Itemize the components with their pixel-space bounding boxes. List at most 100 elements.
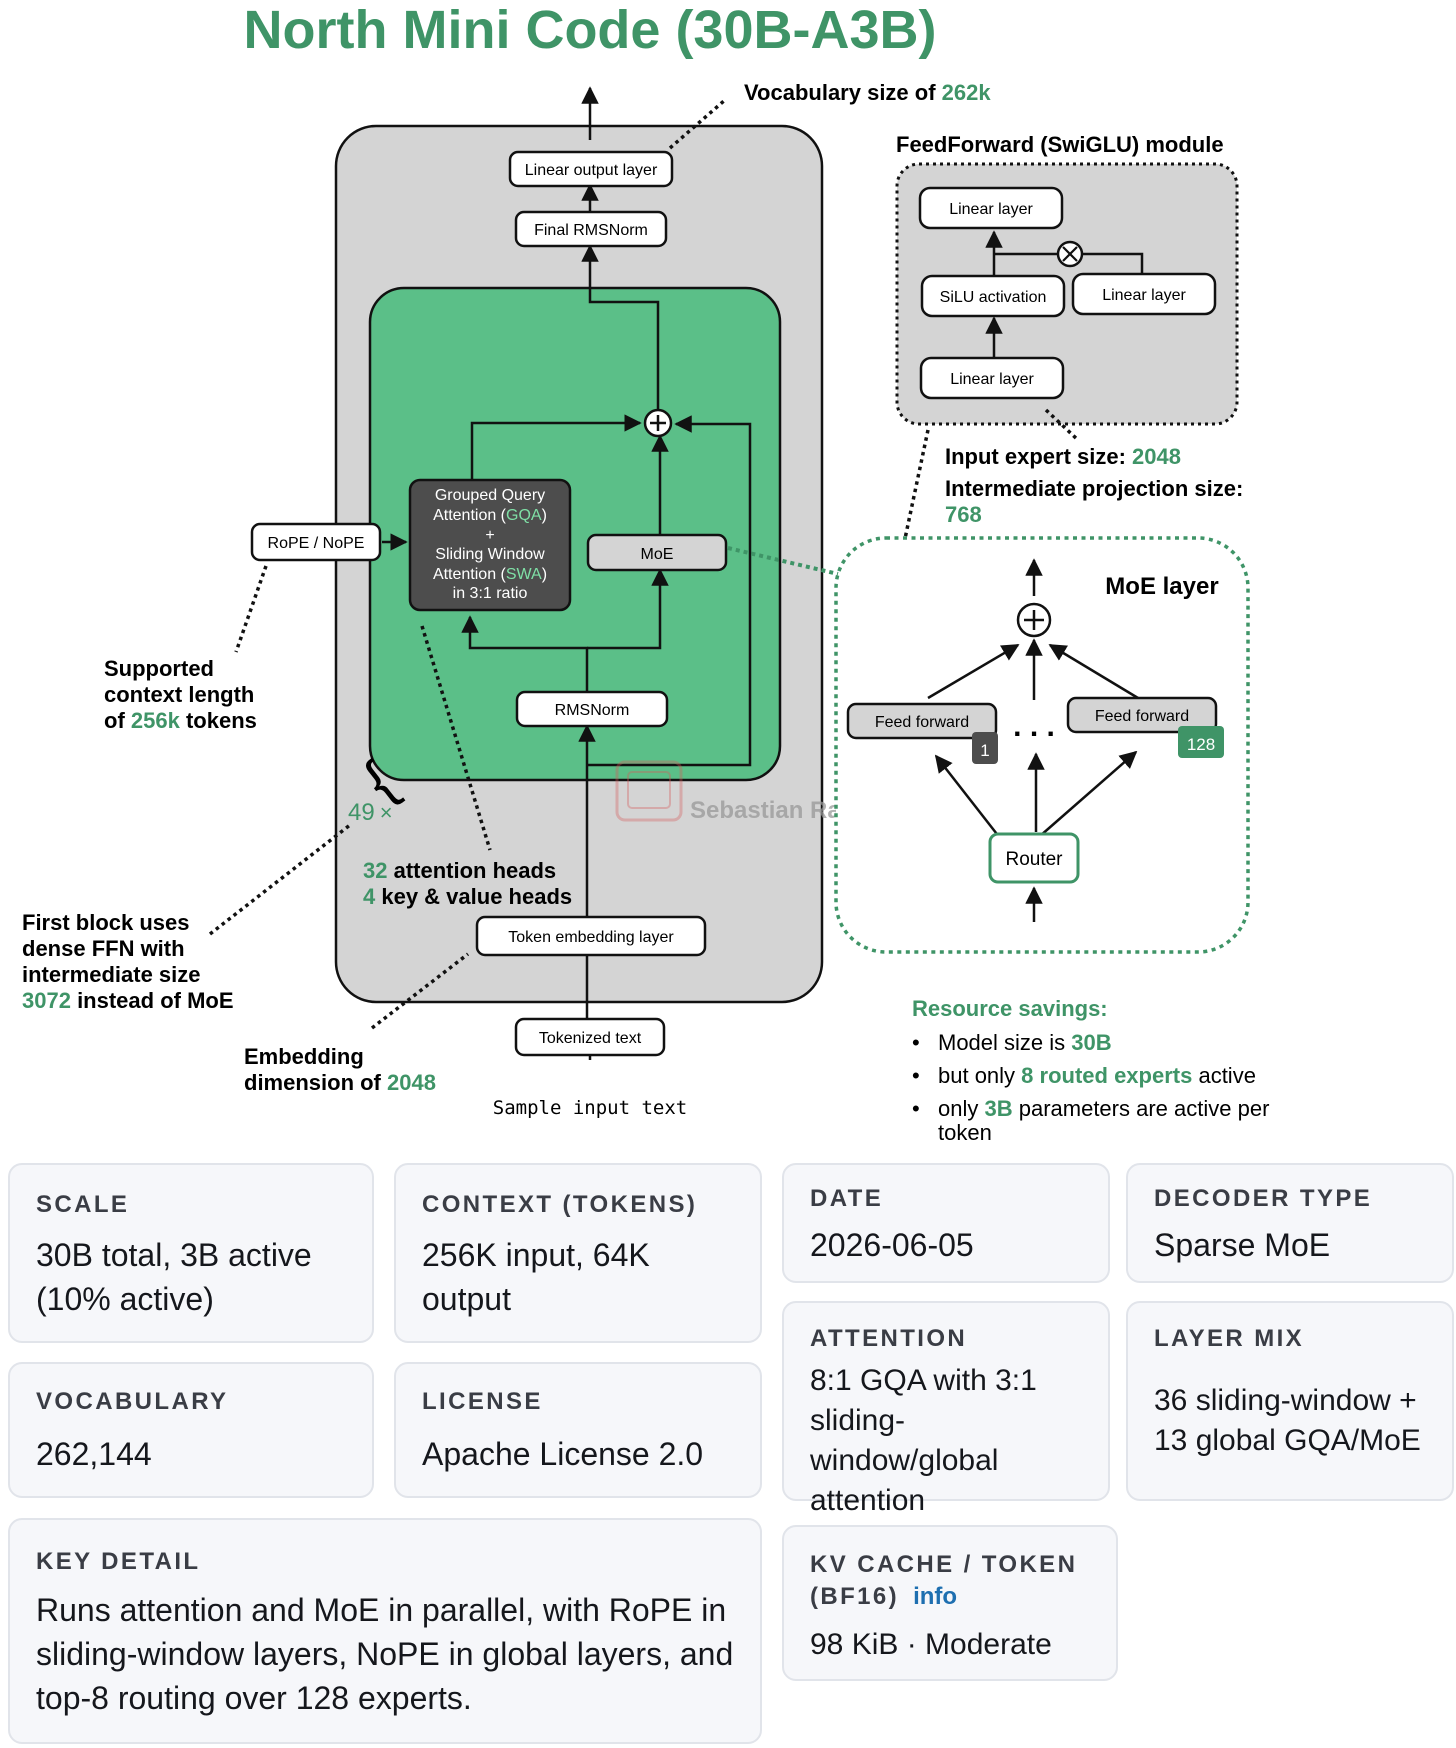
heads-note-line2: 4 key & value heads [363, 884, 572, 909]
expert-note-line2: Intermediate projection size: [945, 476, 1243, 501]
feed-forward-128-box [1066, 696, 1218, 734]
vocab-note: Vocabulary size of 262k [744, 80, 991, 105]
card-attention: ATTENTION 8:1 GQA with 3:1 sliding-windo… [782, 1301, 1110, 1517]
card-decoder-type-label: DECODER TYPE [1154, 1185, 1373, 1212]
card-kv-cache-label-line1: KV CACHE / TOKEN [810, 1551, 1078, 1578]
context-note-line3: of 256k tokens [104, 708, 257, 733]
card-license-label: LICENSE [422, 1388, 543, 1415]
heads-note-line1: 32 attention heads [363, 858, 556, 883]
router-box [988, 832, 1080, 884]
card-kv-cache: KV CACHE / TOKEN (BF16) info 98 KiB · Mod… [782, 1525, 1118, 1681]
watermark [615, 760, 683, 822]
card-license: LICENSE Apache License 2.0 [394, 1362, 762, 1498]
ffn-linear-bottom-label: Linear layer [950, 371, 1034, 388]
router-label: Router [1005, 849, 1063, 870]
savings-bullet-icon: • [912, 1030, 920, 1055]
ffn-linear-right-label: Linear layer [1102, 287, 1186, 304]
ffn-linear-top-box [918, 186, 1064, 230]
expert-1-badge-label: 1 [980, 741, 989, 760]
expert-note-line1: Input expert size: 2048 [945, 444, 1181, 469]
card-layer-mix-label: LAYER MIX [1154, 1325, 1305, 1352]
card-kv-cache-value: 98 KiB · Moderate [810, 1628, 1052, 1661]
card-scale-value: 30B total, 3B active (10% active) [36, 1237, 312, 1317]
rmsnorm-box [515, 690, 669, 728]
card-vocabulary-label: VOCABULARY [36, 1388, 229, 1415]
savings-title: Resource savings: [912, 996, 1108, 1021]
card-attention-value: 8:1 GQA with 3:1 sliding-window/global a… [810, 1364, 1037, 1517]
final-rmsnorm-label: Final RMSNorm [534, 222, 648, 239]
savings-item-3-cont: token [938, 1120, 992, 1145]
card-attention-label: ATTENTION [810, 1325, 968, 1352]
attention-line2: Attention (GQA) [433, 507, 547, 524]
card-context: CONTEXT (TOKENS) 256K input, 64K output [394, 1163, 762, 1343]
card-key-detail-value: Runs attention and MoE in parallel, with… [36, 1592, 734, 1716]
embedding-note-line2: dimension of 2048 [244, 1070, 436, 1095]
savings-bullet-icon: • [912, 1063, 920, 1088]
tokenized-text-box [514, 1017, 666, 1057]
attention-line6: in 3:1 ratio [453, 585, 528, 602]
info-link[interactable]: info [913, 1583, 958, 1610]
card-context-label: CONTEXT (TOKENS) [422, 1191, 698, 1218]
card-decoder-type: DECODER TYPE Sparse MoE [1126, 1163, 1454, 1283]
feed-forward-1-box [846, 702, 998, 740]
card-kv-cache-label-line2: (BF16) [810, 1583, 900, 1610]
rope-box [250, 522, 382, 562]
card-context-value: 256K input, 64K output [422, 1237, 650, 1317]
context-note-line2: context length [104, 682, 254, 707]
moe-label: MoE [641, 546, 674, 563]
ffn-silu-label: SiLU activation [940, 289, 1047, 306]
linear-output-box [508, 150, 674, 188]
experts-ellipsis: . . . [1013, 710, 1055, 743]
savings-item-3: only 3B parameters are active per [938, 1096, 1269, 1121]
expert-128-badge-label: 128 [1187, 735, 1215, 754]
attention-line1: Grouped Query [435, 487, 545, 504]
dense-note-line2: dense FFN with [22, 936, 185, 961]
feed-forward-1-label: Feed forward [875, 714, 969, 731]
dense-note-line1: First block uses [22, 910, 190, 935]
card-scale-label: SCALE [36, 1191, 130, 1218]
feed-forward-128-label: Feed forward [1095, 708, 1189, 725]
ffn-linear-bottom-box [919, 356, 1065, 400]
moe-layer-panel [834, 536, 1250, 954]
attention-line4: Sliding Window [435, 546, 545, 563]
architecture-diagram: North Mini Code (30B-A3B) Linear output … [22, 0, 1269, 1145]
card-layer-mix-value: 36 sliding-window + 13 global GQA/MoE [1154, 1384, 1421, 1457]
card-vocabulary: VOCABULARY 262,144 [8, 1362, 374, 1498]
ffn-silu-box [920, 274, 1066, 318]
token-embedding-label: Token embedding layer [508, 929, 674, 946]
moe-layer-title: MoE layer [1105, 573, 1218, 600]
attention-line3: + [485, 527, 494, 544]
card-kv-cache-label: KV CACHE / TOKEN (BF16) info [810, 1549, 1077, 1613]
card-date: DATE 2026-06-05 [782, 1163, 1110, 1283]
card-vocabulary-value: 262,144 [36, 1436, 152, 1472]
attention-box [408, 478, 572, 612]
card-key-detail-label: KEY DETAIL [36, 1548, 201, 1575]
context-note-line1: Supported [104, 656, 214, 681]
linear-output-label: Linear output layer [525, 162, 658, 179]
tokenized-text-label: Tokenized text [539, 1030, 642, 1047]
attention-line5: Attention (SWA) [433, 566, 547, 583]
ffn-linear-top-label: Linear layer [949, 201, 1033, 218]
savings-bullet-icon: • [912, 1096, 920, 1121]
sample-input-text: Sample input text [493, 1097, 687, 1119]
repeat-count: 49× [348, 799, 393, 826]
expert-note-line3: 768 [945, 502, 982, 527]
card-scale: SCALE 30B total, 3B active (10% active) [8, 1163, 374, 1343]
card-decoder-type-value: Sparse MoE [1154, 1227, 1331, 1263]
card-date-value: 2026-06-05 [810, 1227, 974, 1263]
embedding-note-line1: Embedding [244, 1044, 364, 1069]
diagram-title: North Mini Code (30B-A3B) [244, 0, 937, 60]
expert-128-badge [1178, 726, 1224, 758]
token-embedding-box [475, 915, 707, 957]
final-rmsnorm-box [514, 210, 668, 248]
expert-1-badge [972, 732, 998, 764]
rope-label: RoPE / NoPE [268, 535, 365, 552]
dense-note-line4: 3072 instead of MoE [22, 988, 234, 1013]
rmsnorm-label: RMSNorm [555, 702, 630, 719]
dense-note-line3: intermediate size [22, 962, 201, 987]
card-license-value: Apache License 2.0 [422, 1436, 704, 1472]
card-date-label: DATE [810, 1185, 884, 1212]
card-key-detail: KEY DETAIL Runs attention and MoE in par… [8, 1518, 762, 1744]
savings-item-2: but only 8 routed experts active [938, 1063, 1256, 1088]
ffn-linear-right-box [1071, 272, 1217, 316]
